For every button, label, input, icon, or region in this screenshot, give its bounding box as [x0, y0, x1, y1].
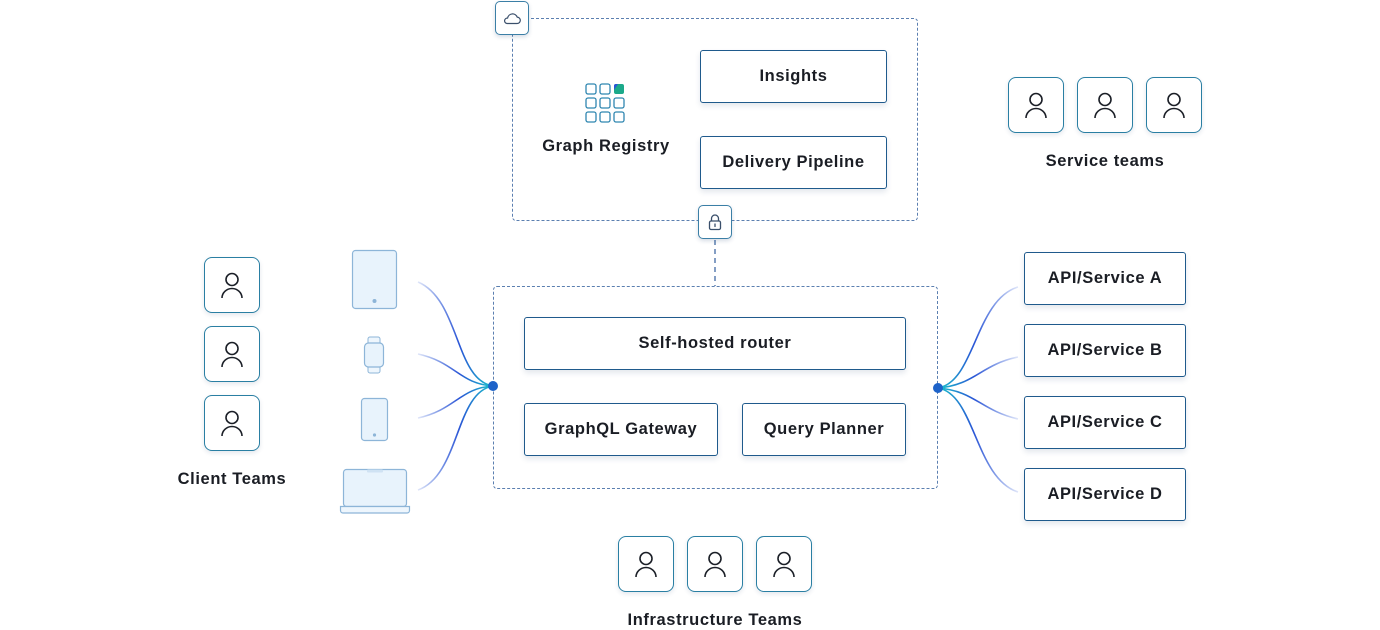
lock-icon	[708, 214, 722, 231]
client-wires	[417, 281, 494, 491]
tablet-icon	[351, 249, 398, 310]
router-left-node	[488, 381, 498, 391]
person-icon	[704, 551, 726, 578]
service-teams-label: Service teams	[1045, 152, 1165, 170]
api-service-b-box: API/Service B	[1024, 324, 1186, 377]
client-team-member	[204, 257, 260, 313]
delivery-pipeline-box: Delivery Pipeline	[700, 136, 887, 189]
cloud-icon	[504, 13, 521, 25]
laptop-icon	[339, 468, 411, 514]
client-team-member	[204, 395, 260, 451]
query-planner-box: Query Planner	[742, 403, 906, 456]
service-team-member	[1008, 77, 1064, 133]
phone-icon	[360, 397, 389, 442]
person-icon	[221, 341, 243, 368]
router-right-node	[933, 383, 943, 393]
infrastructure-team-member	[687, 536, 743, 592]
api-service-a-box: API/Service A	[1024, 252, 1186, 305]
graph-registry-label: Graph Registry	[542, 137, 670, 155]
grid-icon	[585, 83, 625, 123]
person-icon	[1025, 92, 1047, 119]
person-icon	[221, 272, 243, 299]
infrastructure-team-member	[618, 536, 674, 592]
lock-badge	[698, 205, 732, 239]
cloud-badge	[495, 1, 529, 35]
insights-box: Insights	[700, 50, 887, 103]
service-team-member	[1146, 77, 1202, 133]
person-icon	[221, 410, 243, 437]
infrastructure-team-member	[756, 536, 812, 592]
api-service-d-box: API/Service D	[1024, 468, 1186, 521]
client-team-member	[204, 326, 260, 382]
infrastructure-teams-label: Infrastructure Teams	[627, 611, 803, 629]
person-icon	[773, 551, 795, 578]
person-icon	[1094, 92, 1116, 119]
person-icon	[1163, 92, 1185, 119]
person-icon	[635, 551, 657, 578]
watch-icon	[363, 336, 385, 374]
client-teams-label: Client Teams	[177, 470, 287, 488]
graphql-gateway-box: GraphQL Gateway	[524, 403, 718, 456]
graph-registry-group	[512, 18, 918, 221]
self-hosted-router-box: Self-hosted router	[524, 317, 906, 370]
api-service-c-box: API/Service C	[1024, 396, 1186, 449]
service-wires	[937, 286, 1019, 493]
service-team-member	[1077, 77, 1133, 133]
